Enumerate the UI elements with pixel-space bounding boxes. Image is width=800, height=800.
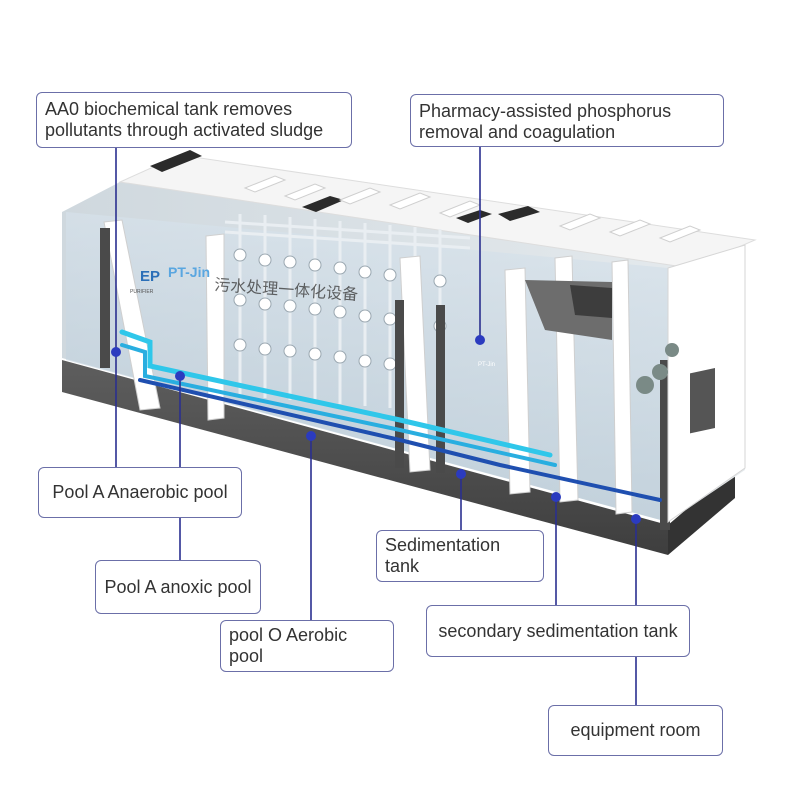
callout-secondary-sedimentation-tank: secondary sedimentation tank xyxy=(426,605,690,657)
equipment-pumps xyxy=(636,343,679,394)
roof-vent xyxy=(498,206,540,221)
panel-brand: PT-Jin xyxy=(478,362,495,368)
roof-vent xyxy=(302,196,344,212)
roof-fins xyxy=(243,175,702,243)
callout-sedimentation-tank: Sedimentation tank xyxy=(376,530,544,582)
callout-aerobic-pool: pool O Aerobic pool xyxy=(220,620,394,672)
callout-anaerobic-pool: Pool A Anaerobic pool xyxy=(38,467,242,518)
callout-equipment-room: equipment room xyxy=(548,705,723,756)
logo-mark: EP xyxy=(140,268,160,285)
tank-partitions xyxy=(103,219,633,515)
inclined-tube-settler xyxy=(570,285,612,318)
brand-name: PT-Jin xyxy=(168,264,210,280)
roof-vent xyxy=(456,210,492,223)
callout-aao-tank: AA0 biochemical tank removes pollutants … xyxy=(36,92,352,148)
structural-posts xyxy=(100,228,670,530)
callout-anoxic-pool: Pool A anoxic pool xyxy=(95,560,261,614)
roof-vent xyxy=(150,150,202,172)
leader-lines xyxy=(115,140,637,705)
control-panel xyxy=(690,368,715,434)
logo-subtitle: PURIFIER xyxy=(130,289,154,295)
container-base-end xyxy=(668,468,735,555)
anchor-dots xyxy=(111,335,641,524)
callout-phosphorus-removal: Pharmacy-assisted phosphorus removal and… xyxy=(410,94,724,147)
water-flow-lines xyxy=(119,329,662,502)
